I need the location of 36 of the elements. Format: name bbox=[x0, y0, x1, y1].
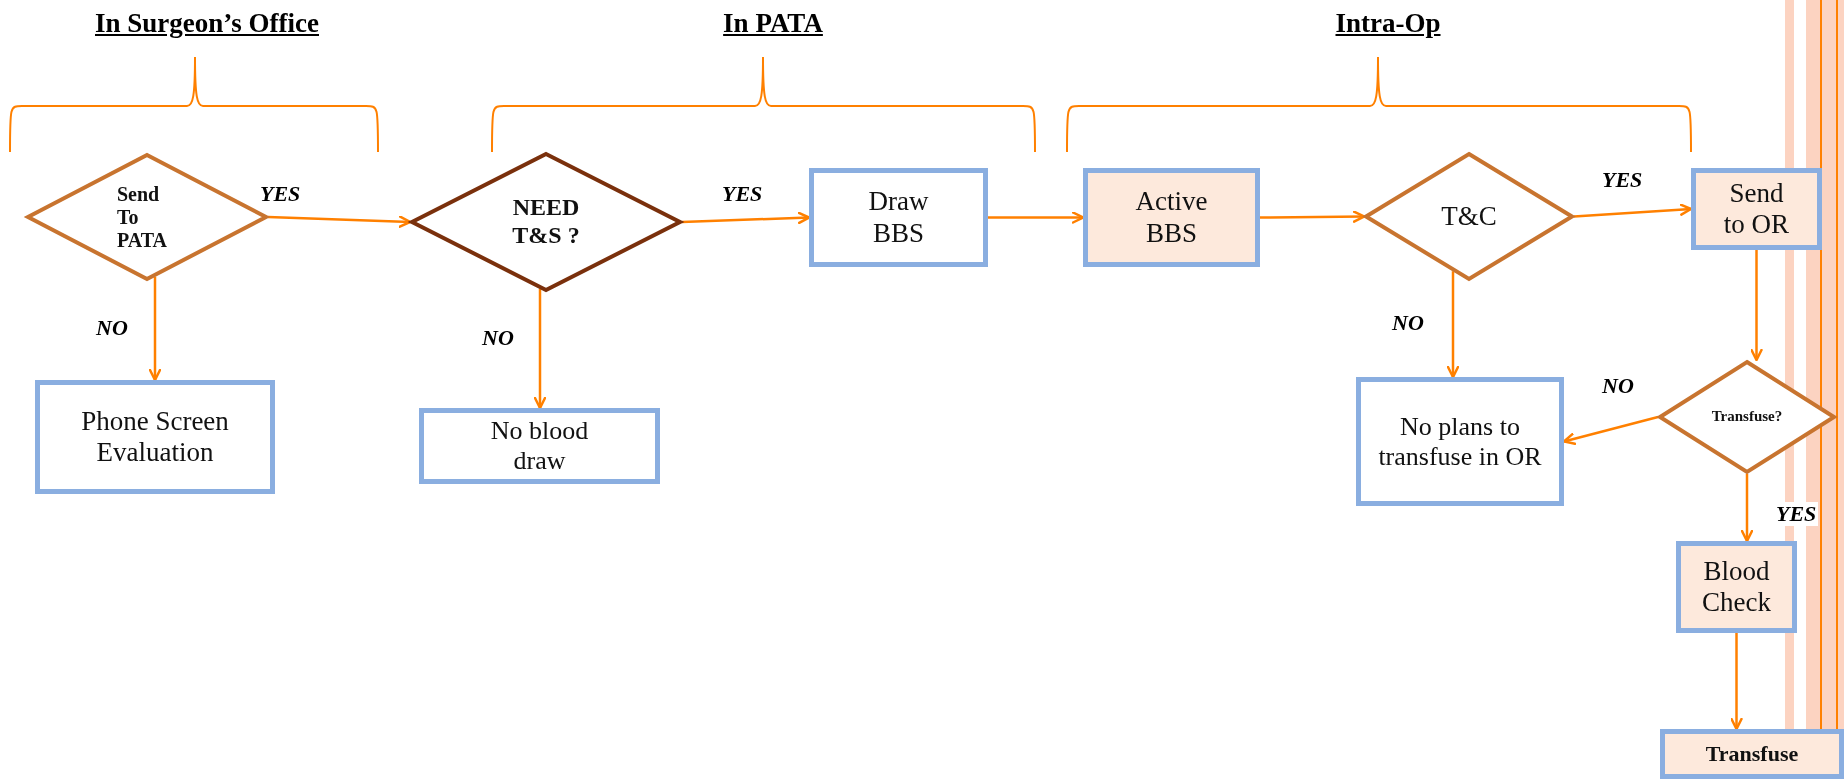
process-box bbox=[809, 168, 988, 267]
decision-text: NEED T&S ? bbox=[511, 194, 581, 250]
process-text: Send to OR bbox=[1722, 177, 1791, 241]
edge-label: YES bbox=[1774, 502, 1819, 527]
process-box bbox=[1676, 541, 1797, 633]
decision-text: Transfuse? bbox=[1711, 408, 1783, 426]
process-box bbox=[419, 408, 660, 484]
arrow bbox=[681, 211, 811, 225]
arrow bbox=[533, 288, 547, 410]
process-text: No plans to transfuse in OR bbox=[1377, 411, 1543, 472]
process-box bbox=[1356, 377, 1564, 506]
decision-text: T&C bbox=[1441, 200, 1497, 232]
process-box bbox=[1691, 168, 1822, 250]
process-text: Draw BBS bbox=[867, 186, 930, 249]
section-heading: In Surgeon’s Office bbox=[95, 8, 319, 39]
process-box bbox=[1660, 729, 1844, 779]
process-text: No blood draw bbox=[489, 416, 590, 476]
section-heading: Intra-Op bbox=[1335, 8, 1441, 39]
process-text: Phone Screen Evaluation bbox=[80, 405, 230, 469]
process-box bbox=[35, 380, 275, 494]
process-text: Transfuse bbox=[1705, 741, 1799, 767]
arrow bbox=[1740, 474, 1754, 543]
arrow bbox=[1446, 271, 1460, 379]
arrow bbox=[1750, 250, 1763, 362]
arrow bbox=[267, 215, 412, 228]
process-box bbox=[1083, 168, 1260, 267]
decision-text: Send To PATA bbox=[117, 182, 168, 252]
arrow bbox=[1573, 203, 1693, 218]
process-text: Blood Check bbox=[1701, 555, 1772, 619]
arrow bbox=[1562, 415, 1659, 446]
arrow bbox=[148, 276, 162, 382]
arrow bbox=[1260, 210, 1366, 223]
arrow bbox=[988, 211, 1085, 224]
arrow bbox=[1730, 633, 1743, 731]
section-heading: In PATA bbox=[723, 8, 823, 39]
process-text: Active BBS bbox=[1134, 186, 1209, 249]
